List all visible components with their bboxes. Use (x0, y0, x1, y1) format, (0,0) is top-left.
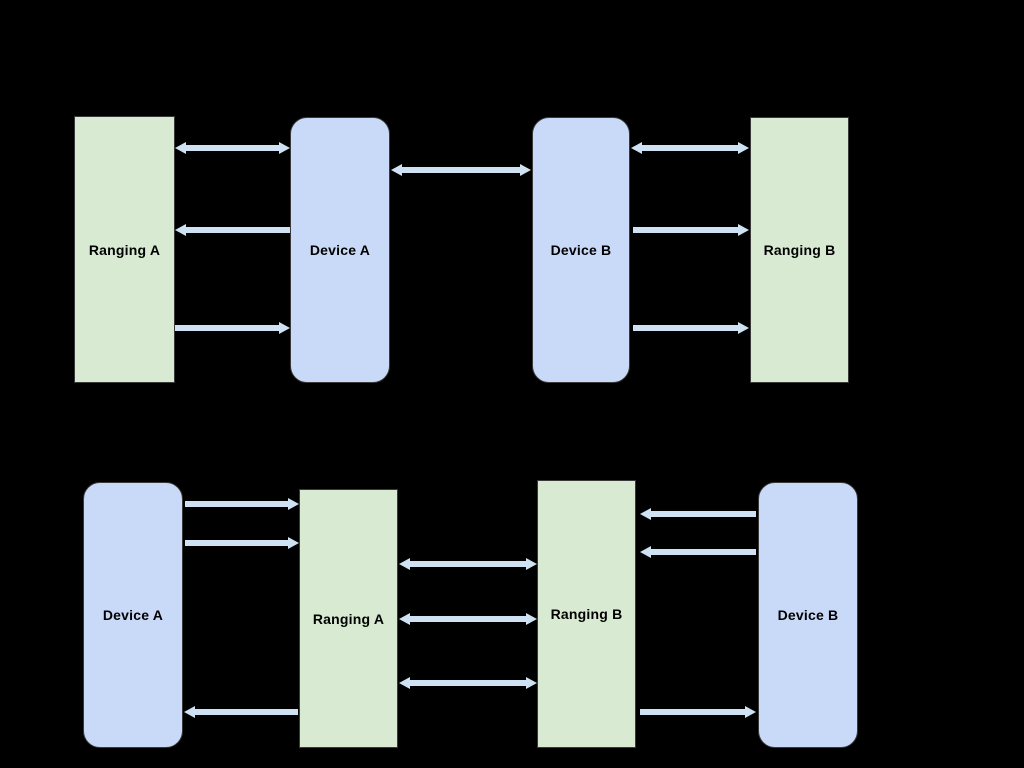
arrow-shaft (649, 549, 756, 555)
box-label-device-a: Device A (309, 242, 371, 258)
box-top-sequence-ranging-b: Ranging B (750, 117, 849, 383)
arrowhead-left-icon (184, 706, 195, 718)
arrow-bottom-sequence-ranging-a-ranging-b-3 (399, 676, 537, 690)
arrow-shaft (193, 709, 298, 715)
arrowhead-left-icon (175, 224, 186, 236)
arrow-shaft (185, 501, 290, 507)
arrow-top-sequence-ranging-a-device-a-1 (175, 141, 290, 155)
arrowhead-right-icon (279, 142, 290, 154)
box-label-device-b: Device B (777, 607, 839, 623)
arrowhead-left-icon (175, 142, 186, 154)
arrowhead-right-icon (520, 164, 531, 176)
arrowhead-right-icon (526, 558, 537, 570)
arrow-bottom-sequence-ranging-a-device-a-3 (184, 705, 298, 719)
arrow-top-sequence-ranging-a-device-a-3 (175, 321, 290, 335)
arrowhead-right-icon (745, 706, 756, 718)
arrowhead-left-icon (631, 142, 642, 154)
arrow-bottom-sequence-ranging-b-device-b-3 (640, 705, 756, 719)
arrow-shaft (184, 145, 281, 151)
box-top-sequence-device-a: Device A (290, 117, 390, 383)
arrow-bottom-sequence-device-a-ranging-a-1 (185, 497, 299, 511)
arrow-shaft (649, 511, 756, 517)
arrowhead-left-icon (399, 558, 410, 570)
arrow-top-sequence-device-a-device-b (391, 163, 531, 177)
box-top-sequence-ranging-a: Ranging A (74, 116, 175, 383)
arrow-bottom-sequence-device-a-ranging-a-2 (185, 536, 299, 550)
box-label-ranging-a: Ranging A (88, 241, 161, 258)
arrowhead-right-icon (279, 322, 290, 334)
arrowhead-right-icon (526, 613, 537, 625)
arrowhead-left-icon (399, 613, 410, 625)
arrow-shaft (640, 709, 747, 715)
box-label-ranging-b: Ranging B (550, 606, 623, 622)
box-label-ranging-b: Ranging B (763, 242, 836, 258)
arrowhead-left-icon (640, 508, 651, 520)
arrowhead-left-icon (399, 677, 410, 689)
box-bottom-sequence-ranging-b: Ranging B (537, 480, 636, 748)
arrowhead-left-icon (640, 546, 651, 558)
arrow-top-sequence-device-b-ranging-b-1 (631, 141, 749, 155)
arrow-bottom-sequence-ranging-a-ranging-b-2 (399, 612, 537, 626)
arrowhead-right-icon (738, 224, 749, 236)
arrowhead-right-icon (738, 322, 749, 334)
arrowhead-right-icon (288, 537, 299, 549)
box-label-ranging-a: Ranging A (312, 610, 385, 627)
box-bottom-sequence-device-b: Device B (758, 482, 858, 748)
arrowhead-right-icon (526, 677, 537, 689)
arrow-shaft (640, 145, 740, 151)
arrow-bottom-sequence-ranging-a-ranging-b-1 (399, 557, 537, 571)
box-label-device-b: Device B (550, 242, 612, 258)
arrow-shaft (185, 540, 290, 546)
arrow-shaft (184, 227, 290, 233)
arrow-top-sequence-device-b-ranging-b-3 (633, 321, 749, 335)
arrow-shaft (408, 561, 528, 567)
arrow-top-sequence-ranging-a-device-a-2 (175, 223, 290, 237)
arrow-top-sequence-device-b-ranging-b-2 (633, 223, 749, 237)
arrow-shaft (400, 167, 522, 173)
arrow-shaft (633, 325, 740, 331)
arrowhead-left-icon (391, 164, 402, 176)
box-top-sequence-device-b: Device B (532, 117, 630, 383)
box-label-device-a: Device A (102, 607, 164, 623)
arrowhead-right-icon (288, 498, 299, 510)
arrow-shaft (175, 325, 281, 331)
arrowhead-right-icon (738, 142, 749, 154)
box-bottom-sequence-device-a: Device A (83, 482, 183, 748)
arrow-shaft (633, 227, 740, 233)
arrow-bottom-sequence-device-b-ranging-b-2 (640, 545, 756, 559)
arrow-shaft (408, 616, 528, 622)
box-bottom-sequence-ranging-a: Ranging A (299, 489, 398, 748)
arrow-bottom-sequence-device-b-ranging-b-1 (640, 507, 756, 521)
arrow-shaft (408, 680, 528, 686)
